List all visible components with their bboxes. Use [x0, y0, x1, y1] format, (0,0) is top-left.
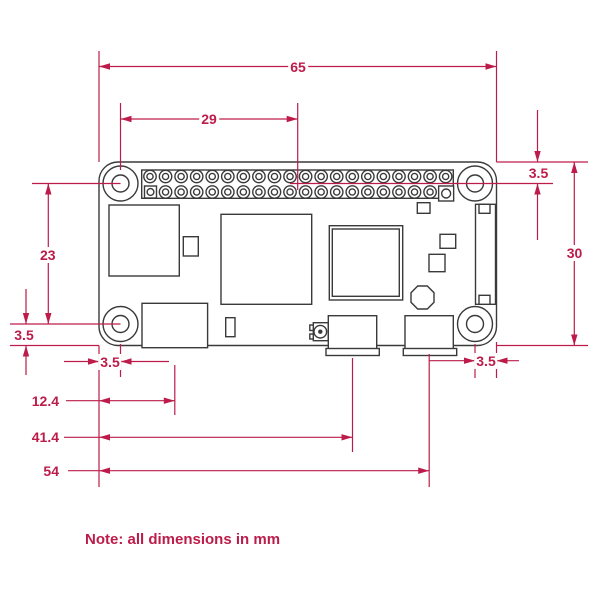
dim-54-line	[68, 467, 430, 474]
component-small-top	[416, 201, 431, 214]
ram-chip	[328, 224, 404, 301]
dim-3-5-left-line	[22, 289, 30, 375]
dim-label-hole-pitch: 23	[38, 247, 58, 263]
dim-label-usb-center: 41.4	[29, 429, 61, 446]
dim-label-board-height: 30	[564, 245, 585, 261]
usb-power-port	[402, 315, 458, 357]
component-small-a	[439, 233, 457, 250]
soc-chip	[220, 213, 313, 306]
dim-12-4-line	[66, 397, 175, 404]
component-small-mid	[224, 317, 236, 338]
pcb-board	[98, 161, 498, 357]
dim-label-hole-right: 3.5	[474, 352, 498, 369]
mini-hdmi-port	[141, 302, 209, 349]
dim-label-hdmi-center: 12.4	[29, 392, 61, 409]
microsd-nub	[182, 235, 200, 257]
dim-3-5-top-right-line	[534, 110, 541, 240]
dimension-annotations	[10, 51, 588, 487]
dim-label-hole-top: 3.5	[526, 165, 551, 181]
octagon-component	[410, 285, 435, 310]
microsd-slot	[108, 204, 181, 277]
component-small-b	[428, 253, 446, 273]
dim-label-board-width: 65	[288, 58, 308, 75]
dim-label-gpio-center: 29	[199, 111, 219, 127]
camera-connector	[474, 203, 497, 306]
dim-label-hole-bottom: 3.5	[12, 327, 36, 343]
dim-41-4-line	[64, 434, 353, 441]
dim-3-5-bottom-left-line	[64, 358, 169, 365]
mounting-hole-bottom-right	[456, 305, 494, 343]
note-dimensions-in-mm: Note: all dimensions in mm	[85, 531, 281, 548]
gpio-pins	[143, 169, 455, 202]
antenna-connector	[309, 322, 329, 342]
usb-otg-port	[325, 315, 380, 357]
dim-label-power-center: 54	[41, 462, 61, 479]
dim-3-5-bottom-right-line	[429, 357, 519, 364]
dim-label-hole-left: 3.5	[98, 353, 122, 370]
